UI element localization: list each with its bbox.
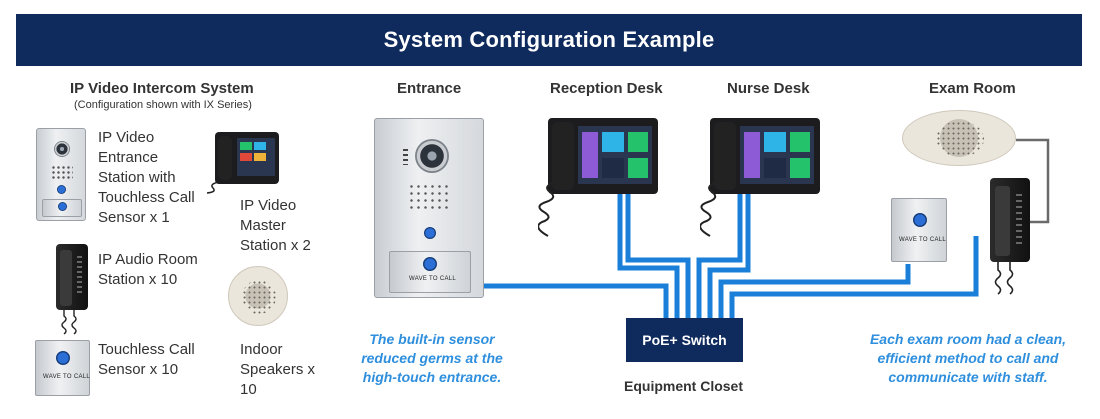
legend-item-touchless-sensor: Touchless Call Sensor x 10	[98, 341, 195, 378]
handset-cord-icon	[700, 181, 719, 237]
zone-label-reception: Reception Desk	[550, 80, 663, 97]
room-station-cord-icon	[61, 310, 77, 335]
room-buttons	[1016, 194, 1022, 248]
page-title: System Configuration Example	[383, 27, 715, 52]
legend-speaker-image	[228, 266, 288, 326]
zone-label-nurse: Nurse Desk	[727, 80, 810, 97]
room-buttons	[77, 256, 82, 296]
legend-room-station-image	[56, 244, 88, 310]
screen-tile	[790, 132, 810, 152]
master-screen	[578, 126, 652, 184]
screen-tile	[240, 153, 252, 161]
handset-cord-icon	[538, 181, 557, 237]
reception-master-station	[548, 118, 658, 194]
cable-exam-2	[729, 236, 979, 318]
speaker-grille	[242, 280, 276, 314]
handset-icon	[218, 136, 232, 180]
call-button-icon	[57, 185, 66, 194]
screen-tile	[602, 132, 624, 152]
room-handset	[995, 186, 1010, 256]
cable-nurse-1	[696, 192, 743, 318]
screen-tile	[628, 132, 648, 152]
camera-lens-icon	[54, 141, 70, 157]
screen-tile	[764, 158, 786, 178]
speaker-grille	[408, 183, 450, 213]
room-handset	[60, 250, 72, 306]
entrance-station-device: WAVE TO CALL	[374, 118, 484, 298]
legend-item-speaker: Indoor Speakers x 10	[240, 341, 316, 398]
legend-item-master-station: IP Video Master Station x 2	[240, 197, 311, 254]
legend-title: IP Video Intercom System	[70, 80, 254, 97]
cable-reception-2	[625, 192, 691, 318]
screen-tile	[764, 132, 786, 152]
legend-master-station-image	[215, 132, 279, 184]
master-screen	[740, 126, 814, 184]
wave-to-call-text: WAVE TO CALL	[409, 276, 457, 282]
exam-touchless-sensor: WAVE TO CALL	[891, 198, 947, 262]
entrance-note: The built-in sensor reduced germs at the…	[361, 331, 503, 385]
status-leds	[403, 149, 408, 165]
cable-reception-1	[617, 192, 680, 318]
handset-icon	[552, 122, 574, 190]
legend-subtitle: (Configuration shown with IX Series)	[74, 99, 252, 111]
touchless-sensor-plate	[42, 199, 82, 217]
call-sensor-icon	[58, 202, 67, 211]
screen-tile	[790, 158, 810, 178]
handset-cord-icon	[206, 181, 220, 194]
touchless-sensor-plate: WAVE TO CALL	[389, 251, 471, 293]
call-sensor-icon	[56, 351, 70, 365]
call-sensor-icon	[423, 257, 437, 271]
screen-tile	[628, 158, 648, 178]
screen-tile	[254, 142, 266, 150]
equipment-closet-label: Equipment Closet	[624, 378, 744, 394]
screen-tile	[744, 132, 760, 178]
speaker-grille	[936, 121, 984, 157]
exam-note: Each exam room had a clean, efficient me…	[869, 331, 1067, 385]
call-sensor-icon	[913, 213, 927, 227]
legend-entrance-station-image	[36, 128, 86, 221]
screen-tile	[240, 142, 252, 150]
room-station-cord-icon	[994, 262, 1014, 295]
screen-tile	[582, 132, 598, 178]
poe-switch-label: PoE+ Switch	[642, 332, 727, 348]
legend-item-room-station: IP Audio Room Station x 10	[98, 251, 198, 288]
cable-exam-1	[718, 264, 911, 318]
nurse-master-station	[710, 118, 820, 194]
cable-nurse-2	[707, 192, 751, 318]
cable-entrance	[484, 283, 669, 318]
exam-ceiling-speaker	[902, 110, 1016, 166]
zone-label-entrance: Entrance	[397, 80, 462, 97]
exam-room-station	[990, 178, 1030, 262]
handset-icon	[714, 122, 736, 190]
wave-to-call-text: WAVE TO CALL	[43, 374, 91, 380]
wave-to-call-text: WAVE TO CALL	[899, 237, 947, 243]
screen-tile	[254, 153, 266, 161]
poe-switch: PoE+ Switch	[626, 318, 743, 362]
camera-lens-icon	[415, 139, 449, 173]
title-banner: System Configuration Example	[16, 14, 1082, 66]
speaker-grille	[51, 165, 73, 181]
legend-touchless-sensor-image: WAVE TO CALL	[35, 340, 90, 396]
zone-label-exam: Exam Room	[929, 80, 1016, 97]
master-screen	[237, 138, 275, 176]
screen-tile	[602, 158, 624, 178]
call-button-icon	[424, 227, 436, 239]
legend-item-entrance-station: IP Video Entrance Station with Touchless…	[98, 129, 195, 226]
speaker-wire	[1016, 138, 1050, 224]
